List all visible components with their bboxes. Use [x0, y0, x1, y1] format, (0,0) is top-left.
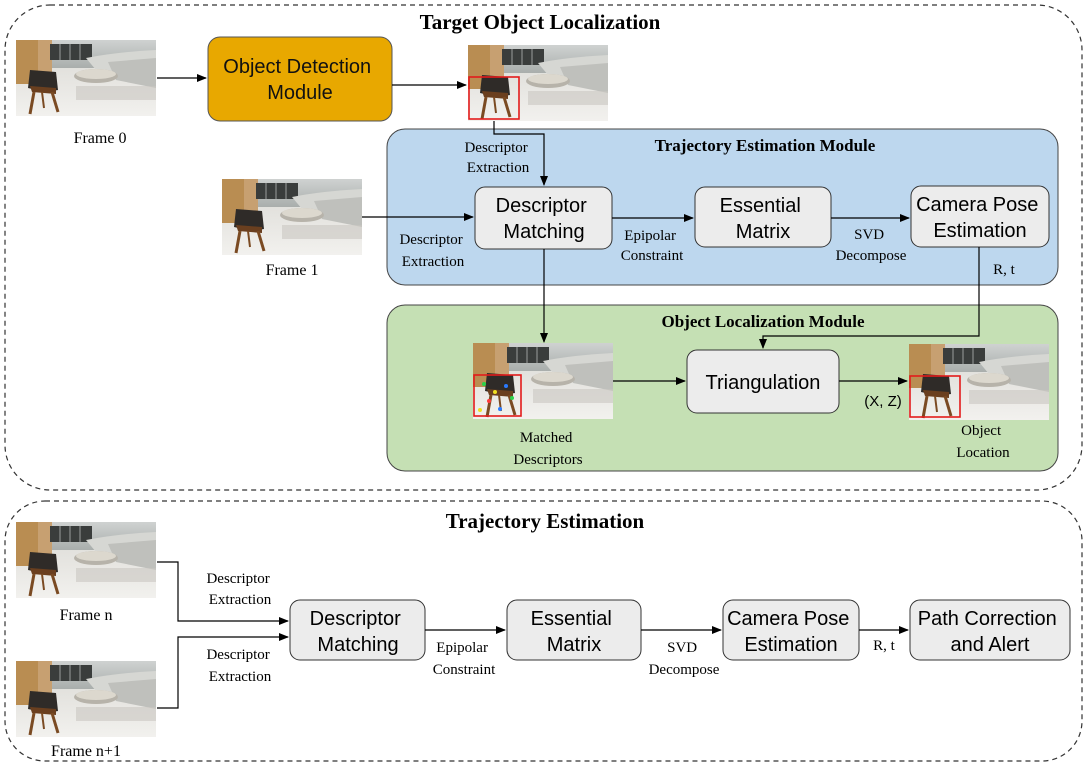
path-correction-label: Path Correction and Alert — [918, 608, 1063, 656]
bottom-connectors — [157, 561, 909, 709]
descriptor-extraction-label-a: Descriptor Extraction — [206, 571, 273, 608]
bottom-essential-matrix-label: Essential Matrix — [531, 608, 618, 656]
descriptor-extraction-label-1: Descriptor Extraction — [464, 140, 531, 176]
object-location-bounding-box — [909, 375, 961, 418]
object-detection-label: Object Detection Module — [223, 56, 376, 104]
camera-pose-label: Camera Pose Estimation — [916, 194, 1044, 242]
object-detection-module — [207, 36, 393, 122]
triangulation-label: Triangulation — [706, 372, 821, 394]
object-location-image — [907, 342, 1051, 422]
descriptor-extraction-label-b: Descriptor Extraction — [206, 647, 273, 685]
section-title-trajectory-estimation: Trajectory Estimation — [446, 509, 645, 533]
frame-n1-image — [14, 659, 158, 739]
svd-decompose-label: SVD Decompose — [836, 227, 907, 264]
frame-n-image — [14, 520, 158, 600]
bottom-rt-label: R, t — [873, 638, 896, 654]
frame1-caption: Frame 1 — [266, 262, 319, 279]
essential-matrix-box — [694, 186, 832, 248]
detection-bounding-box — [468, 76, 520, 120]
frame-n1-caption: Frame n+1 — [51, 743, 121, 760]
top-connectors — [157, 74, 980, 385]
descriptor-points — [478, 382, 514, 412]
matched-descriptors-caption: Matched Descriptors — [513, 430, 582, 468]
trajectory-estimation-container — [4, 500, 1083, 762]
bottom-descriptor-matching-label: Descriptor Matching — [310, 608, 407, 656]
bottom-camera-pose-label: Camera Pose Estimation — [727, 608, 855, 656]
xz-label: (X, Z) — [864, 393, 902, 410]
rt-label: R, t — [993, 262, 1016, 278]
bottom-svd-label: SVD Decompose — [649, 640, 720, 678]
detection-output-image — [466, 43, 610, 123]
frame0-image — [14, 38, 158, 118]
trajectory-module-title: Trajectory Estimation Module — [655, 136, 876, 155]
camera-pose-estimation-box — [910, 185, 1050, 248]
descriptor-matching-label: Descriptor Matching — [496, 195, 593, 243]
descriptor-extraction-label-2: Descriptor Extraction — [399, 232, 466, 270]
matched-descriptors-image — [471, 341, 615, 421]
target-object-localization-container — [4, 4, 1083, 491]
localization-module-title: Object Localization Module — [661, 312, 864, 331]
path-correction-box — [909, 599, 1071, 661]
epipolar-constraint-label: Epipolar Constraint — [621, 228, 684, 264]
frame0-caption: Frame 0 — [74, 130, 127, 147]
essential-matrix-label: Essential Matrix — [720, 195, 807, 243]
object-location-caption: Object Location — [956, 423, 1010, 461]
frame-n-caption: Frame n — [60, 607, 113, 624]
matched-bounding-box — [473, 374, 522, 417]
bottom-epipolar-label: Epipolar Constraint — [433, 640, 496, 678]
frame1-image — [220, 177, 364, 257]
section-title-target-object-localization: Target Object Localization — [420, 10, 661, 34]
